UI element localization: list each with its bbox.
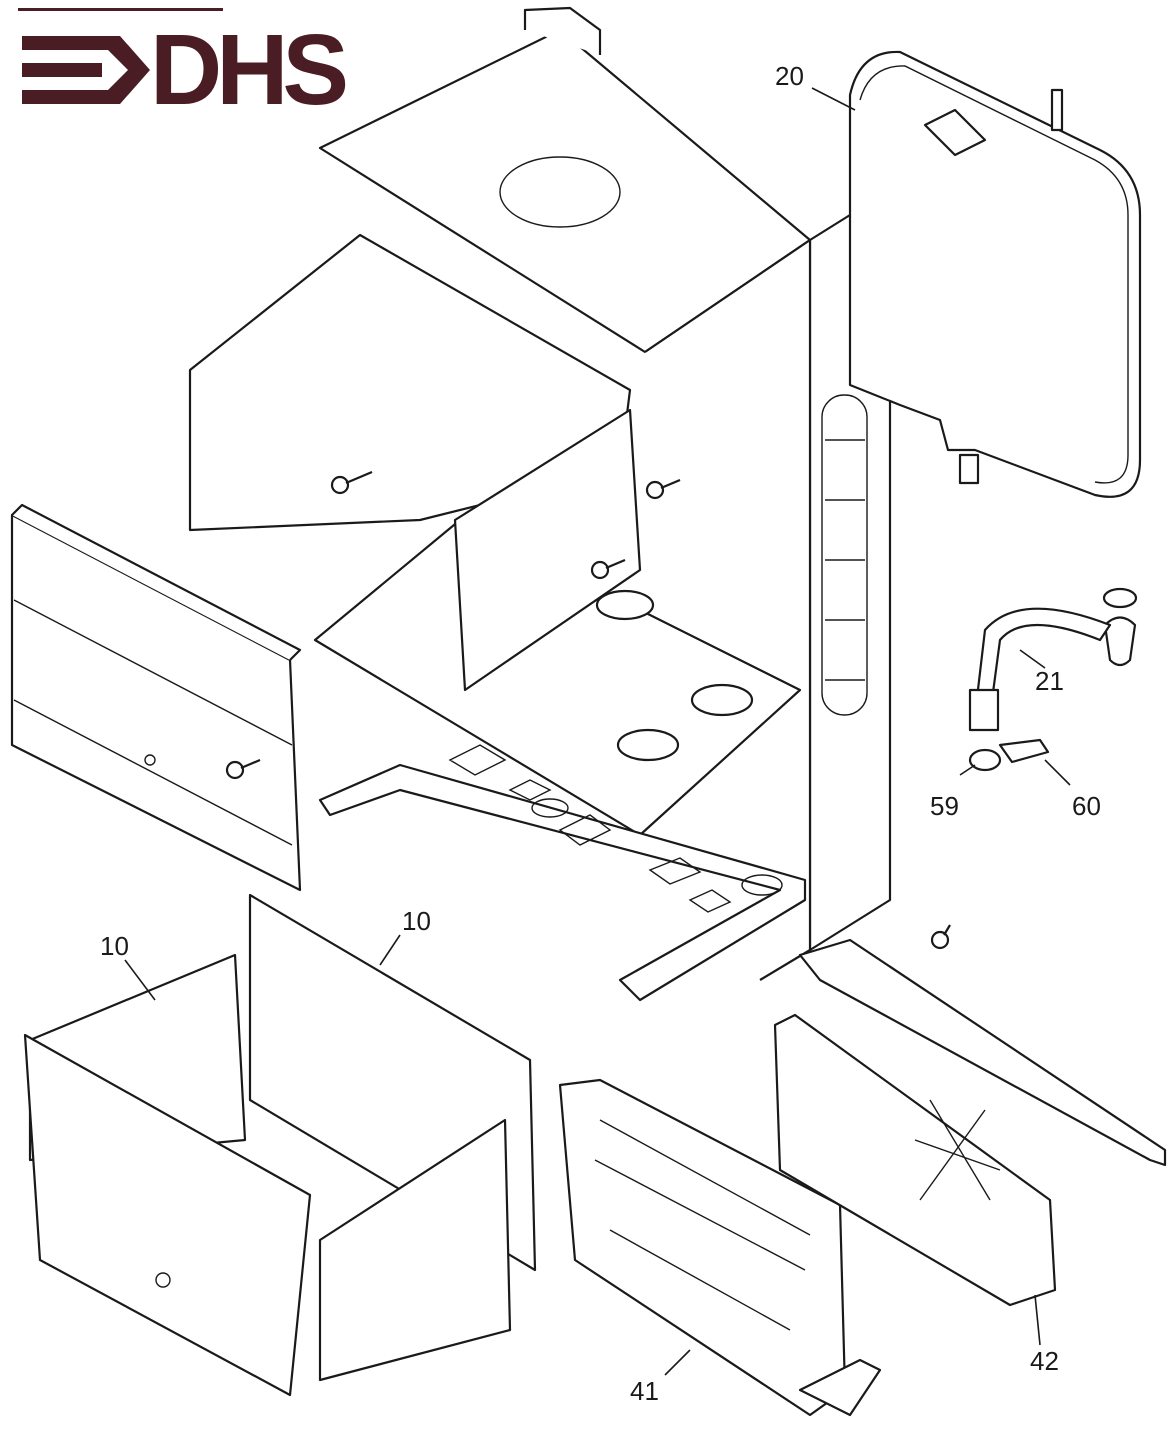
expansion-vessel <box>848 50 1142 498</box>
label-10b: 10 <box>402 906 431 936</box>
insulation-panels <box>23 893 537 1397</box>
dhs-logo: DHS <box>18 8 351 126</box>
label-42: 42 <box>1030 1346 1059 1376</box>
control-panel <box>558 1078 882 1417</box>
screws <box>225 470 951 950</box>
flexible-hose <box>968 587 1138 772</box>
label-41: 41 <box>630 1376 659 1406</box>
side-panel-left <box>10 503 302 892</box>
label-60: 60 <box>1072 791 1101 821</box>
leader-lines <box>124 87 1071 1376</box>
label-21: 21 <box>1035 666 1064 696</box>
chassis-frame <box>188 6 892 1002</box>
logo-text: DHS <box>150 14 345 126</box>
front-casing <box>773 938 1167 1307</box>
logo-arrow-icon <box>22 36 150 104</box>
label-59: 59 <box>930 791 959 821</box>
label-20: 20 <box>775 61 804 91</box>
part-labels: 20 21 59 60 10 10 41 42 <box>100 61 1101 1406</box>
label-10a: 10 <box>100 931 129 961</box>
